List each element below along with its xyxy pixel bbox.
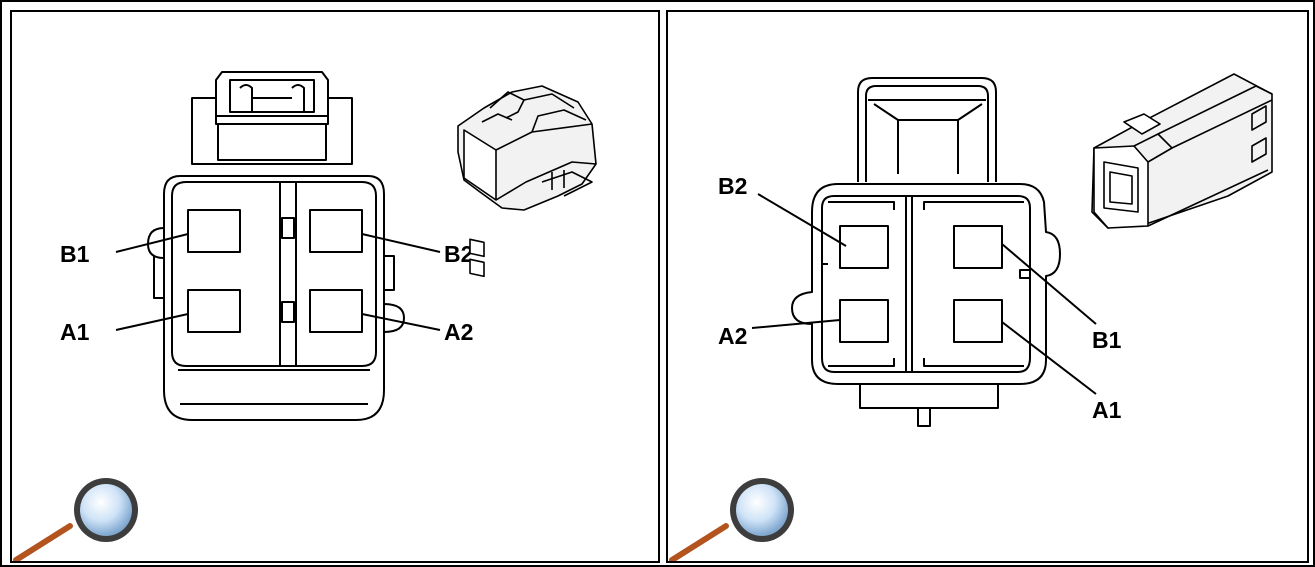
leader-a1 <box>115 313 189 331</box>
leader-a1 <box>1001 321 1097 395</box>
pin-cavity-a2 <box>839 299 889 343</box>
pin-cavity-b1 <box>953 225 1003 269</box>
pin-cavity-a1 <box>953 299 1003 343</box>
connector-isometric-thumbnail <box>457 85 597 278</box>
connector-diagram-right: B2 A2 B1 A1 <box>718 73 1273 427</box>
leader-a2 <box>751 319 841 329</box>
connector-body <box>163 175 385 421</box>
pin-label-b1: B1 <box>60 241 90 267</box>
zoom-button-right[interactable] <box>668 474 808 561</box>
leader-b2 <box>757 193 847 247</box>
zoom-button-left[interactable] <box>12 474 152 561</box>
connector-latch <box>215 71 329 117</box>
magnifier-icon <box>669 478 794 561</box>
connector-upper-housing <box>191 97 353 165</box>
pin-cavity-b2 <box>309 209 363 253</box>
center-divider <box>279 182 297 366</box>
pin-label-b2: B2 <box>718 173 747 199</box>
connector-panel-right: B2 A2 B1 A1 <box>666 10 1309 563</box>
pin-cavity-b1 <box>187 209 241 253</box>
pin-cavity-b2 <box>839 225 889 269</box>
center-divider <box>905 196 913 372</box>
connector-cavity <box>171 181 377 367</box>
magnifier-icon <box>13 478 138 561</box>
pin-cavity-a1 <box>187 289 241 333</box>
pin-label-a1: A1 <box>60 319 90 345</box>
connector-panel-left: B1 A1 B2 A2 <box>10 10 660 563</box>
connector-body <box>791 183 1061 385</box>
connector-cavity <box>821 195 1031 373</box>
pin-label-a2: A2 <box>444 319 473 345</box>
connector-isometric-thumbnail <box>1091 73 1273 229</box>
leader-b1 <box>115 233 189 253</box>
pin-label-b2: B2 <box>444 241 473 267</box>
pin-label-a1: A1 <box>1092 397 1122 423</box>
pin-cavity-a2 <box>309 289 363 333</box>
pin-label-a2: A2 <box>718 323 747 349</box>
leader-b1 <box>1001 243 1097 325</box>
side-tab-right <box>383 303 405 333</box>
leader-a2 <box>361 313 441 331</box>
connector-latch <box>857 77 997 182</box>
pin-label-b1: B1 <box>1092 327 1122 353</box>
leader-b2 <box>361 233 441 253</box>
connector-post <box>917 408 931 427</box>
connector-diagram-left: B1 A1 B2 A2 <box>60 71 597 421</box>
connector-pedestal <box>859 384 999 409</box>
